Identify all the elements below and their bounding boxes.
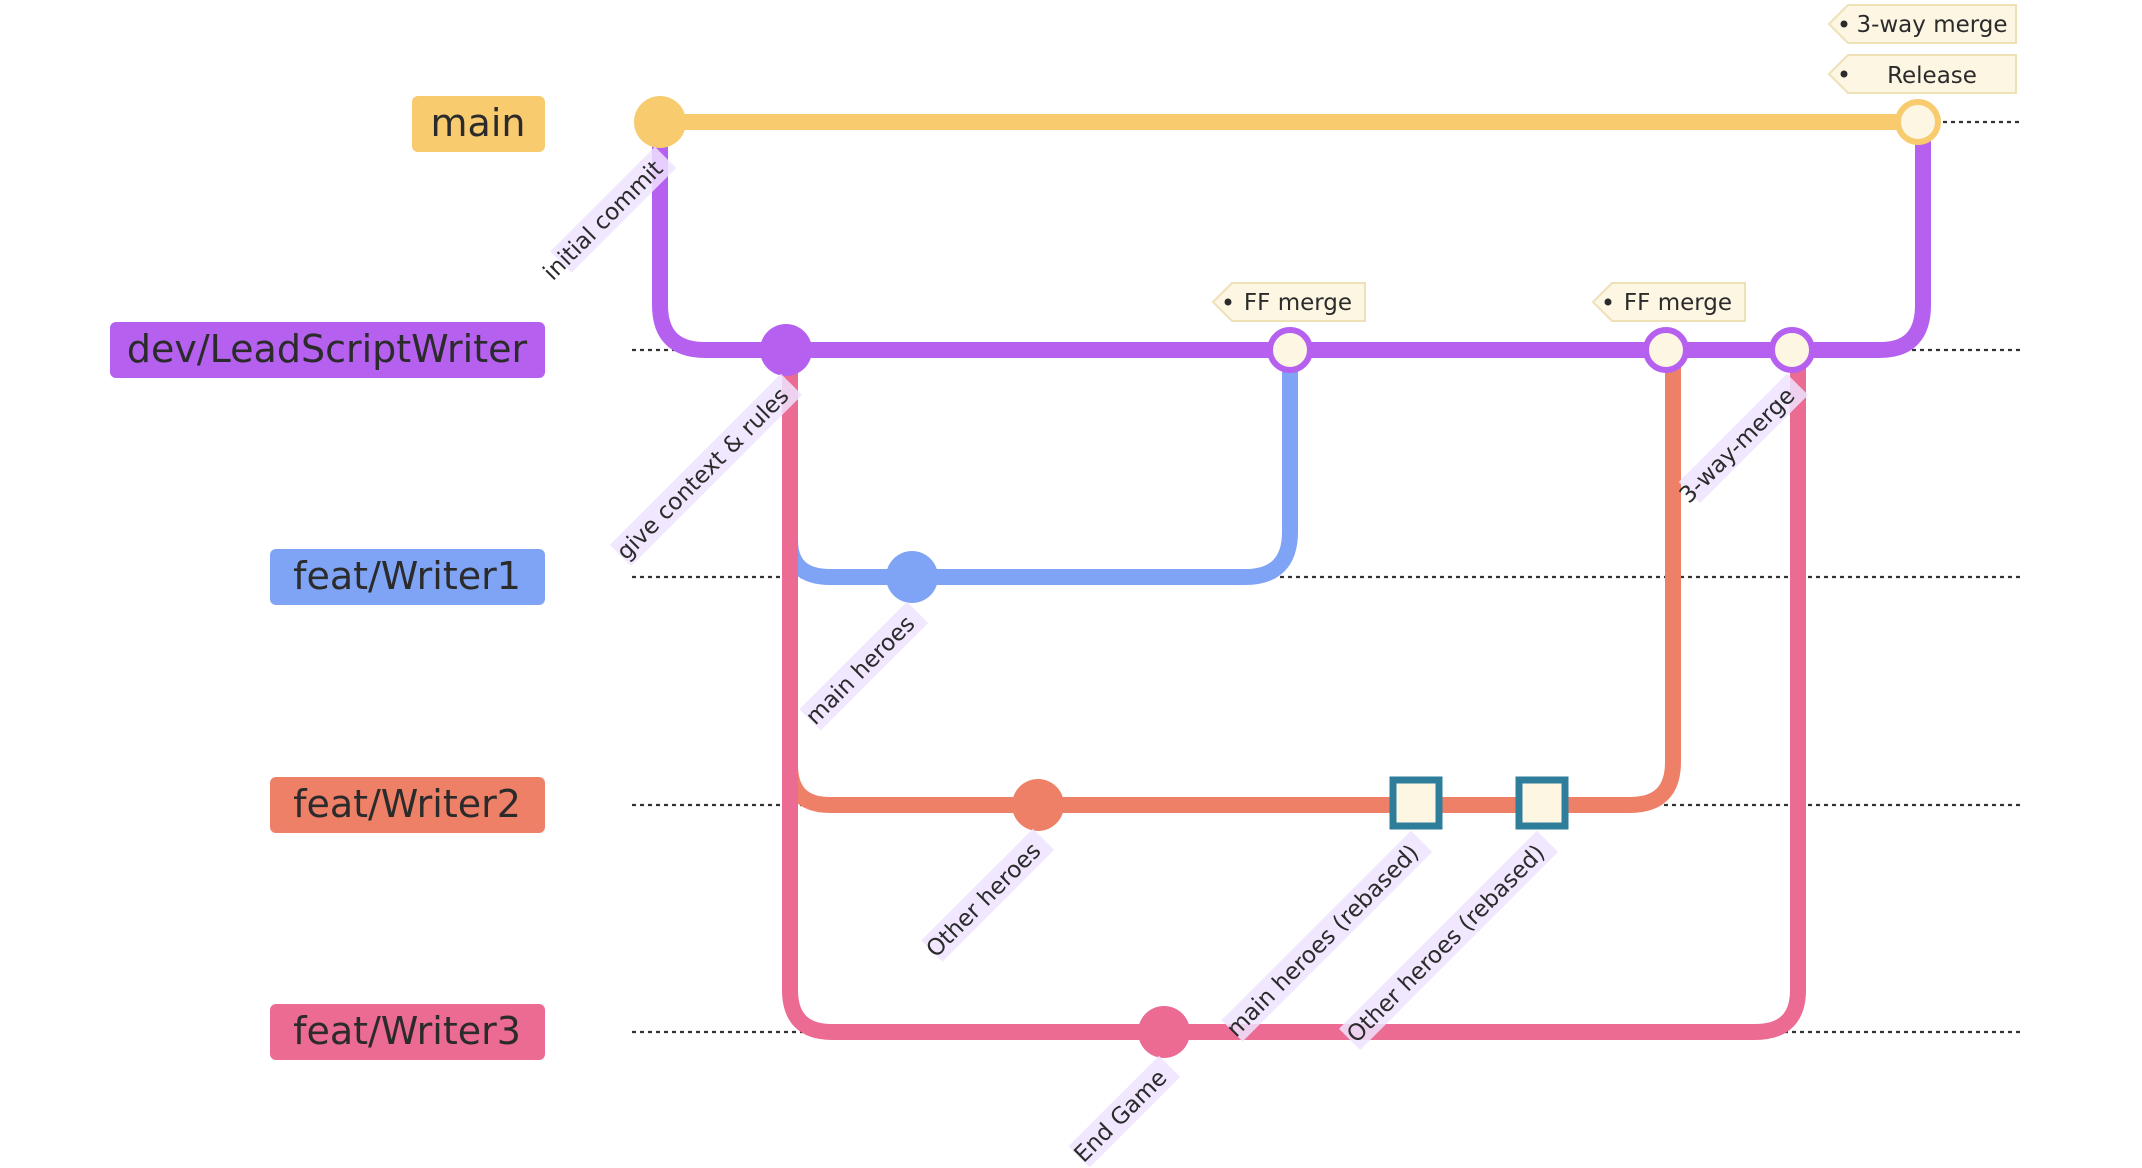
tag-shape [1827,4,2017,44]
tag-hole [1224,298,1232,306]
commit-label-bg [1068,1055,1181,1168]
branch-guides [632,120,2022,1034]
commit-initial[interactable] [634,96,686,148]
commit-other-heroes[interactable] [1012,779,1064,831]
commit-ff-merge-2[interactable] [1643,327,1689,373]
branch-labels: main dev/LeadScriptWriter feat/Writer1 f… [110,96,545,1060]
tag-shape [1827,54,2017,94]
tag-ff-merge-2: FF merge [1591,282,1746,322]
line-writer1 [782,342,1298,585]
branch-label-writer3: feat/Writer3 [293,1009,521,1053]
commit-main-heroes-rebased[interactable] [1389,776,1443,830]
branch-label-writer1: feat/Writer1 [293,554,521,598]
commit-label-3-way-merge: 3-way-merge [1675,383,1801,509]
tag-3-way-merge: 3-way merge [1827,4,2017,44]
tag-hole [1840,20,1848,28]
commit-other-heroes-rebased[interactable] [1515,776,1569,830]
commit-label-bg [609,373,803,567]
commit-release[interactable] [1895,99,1941,145]
branch-lines [652,114,1931,1040]
tag-ff-merge-1: FF merge [1211,282,1366,322]
commit-label-initial: initial commit [539,156,669,286]
branch-label-writer2: feat/Writer2 [293,782,521,826]
commit-ff-merge-1[interactable] [1267,327,1313,373]
tag-hole [1604,298,1612,306]
tag-release: Release [1827,54,2017,94]
commit-label-bg [550,146,677,273]
commits [634,96,1941,1058]
tag-shape [1211,282,1366,322]
commit-end-game[interactable] [1138,1006,1190,1058]
commit-label-bg [1678,373,1809,504]
branch-label-main-box [412,96,545,152]
commit-label-give-context: give context & rules [612,383,794,565]
commit-3-way-merge[interactable] [1769,327,1815,373]
line-writer3 [782,342,1806,1040]
branch-label-dev-box [110,322,545,378]
tag-hole [1840,70,1848,78]
tag-release-label: Release [1887,63,1977,89]
commit-main-heroes[interactable] [886,551,938,603]
branch-label-main: main [431,101,526,145]
tag-shape [1591,282,1746,322]
branch-label-writer1-box [270,549,545,605]
commit-give-context[interactable] [760,324,812,376]
branch-label-writer3-box [270,1004,545,1060]
commit-label-other-heroes: Other heroes [922,838,1047,963]
commit-label-bg [921,828,1055,962]
branch-label-writer2-box [270,777,545,833]
tags: FF merge FF merge 3-way merge Release [1211,4,2017,322]
commit-label-bg [799,601,929,731]
commit-label-end-game: End Game [1069,1065,1172,1168]
tag-3-way-merge-label: 3-way merge [1856,12,2007,38]
line-dev-from-main [652,114,1931,358]
branch-label-dev: dev/LeadScriptWriter [127,327,528,371]
commit-label-main-heroes: main heroes [801,611,920,730]
tag-ff-merge-2-label: FF merge [1624,290,1732,316]
commit-label-bg [1338,830,1559,1050]
commit-label-bg [1221,830,1433,1042]
tag-ff-merge-1-label: FF merge [1244,290,1352,316]
